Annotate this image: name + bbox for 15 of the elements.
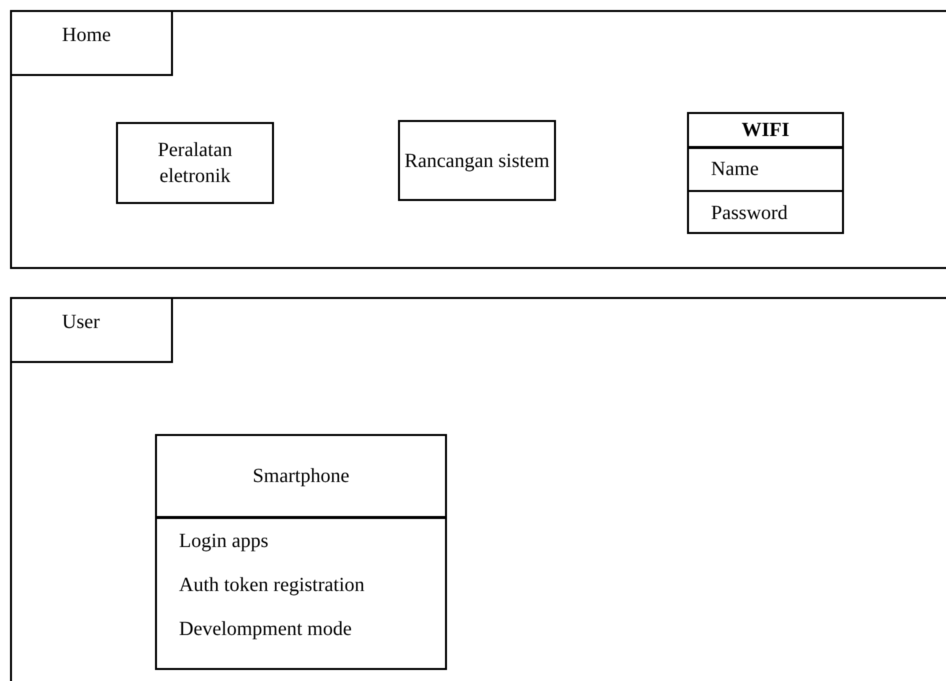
table-row-text: Auth token registration bbox=[178, 572, 366, 598]
table-row-text: Login apps bbox=[178, 528, 270, 554]
swimlane-frame bbox=[10, 297, 946, 681]
lane-title-tab: User bbox=[10, 297, 173, 363]
component-box: Peralatan eletronik bbox=[116, 122, 274, 204]
component-box: Rancangan sistem bbox=[398, 120, 556, 201]
table-header: WIFI bbox=[689, 114, 842, 149]
lane-title-tab: Home bbox=[10, 10, 173, 76]
entity-table bbox=[155, 434, 447, 670]
table-row-text: Password bbox=[710, 201, 789, 226]
table-row: Name bbox=[689, 149, 842, 192]
swimlane-frame bbox=[10, 10, 946, 269]
table-header: Smartphone bbox=[157, 436, 445, 519]
table-row-text: Develompment mode bbox=[178, 616, 353, 642]
entity-table bbox=[687, 112, 844, 234]
